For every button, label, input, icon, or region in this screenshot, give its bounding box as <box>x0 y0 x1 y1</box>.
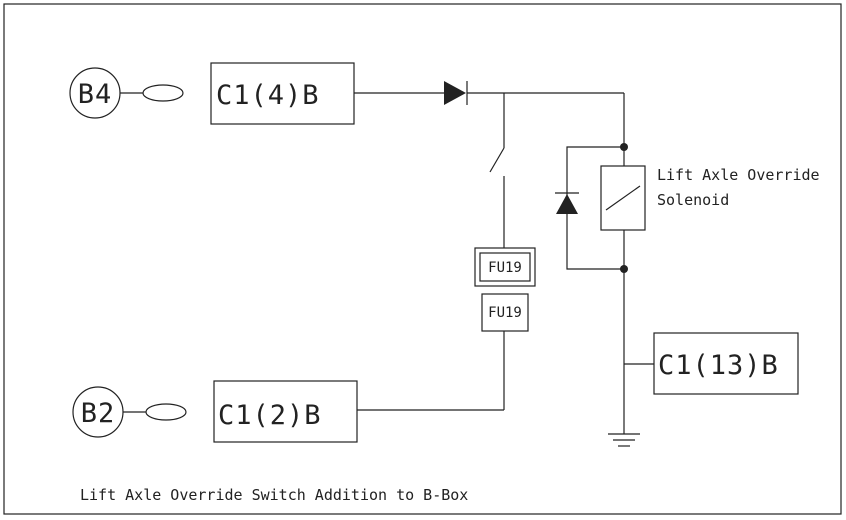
connector-c1-13-b-label: C1(13)B <box>658 350 779 381</box>
pin-b2-terminal <box>145 403 187 421</box>
fuse-fu19-upper: FU19 <box>474 247 536 287</box>
diagram-border <box>3 3 842 515</box>
fuse-fu19-upper-label: FU19 <box>488 260 522 276</box>
pin-b2-label: B2 <box>81 398 116 429</box>
diagram-caption: Lift Axle Override Switch Addition to B-… <box>80 486 468 504</box>
fuse-fu19-lower-label: FU19 <box>488 305 522 321</box>
pin-b4: B4 <box>69 67 184 119</box>
connector-c1-13-b: C1(13)B <box>653 332 799 395</box>
diode-main <box>444 81 468 105</box>
connector-c1-2-b-label: C1(2)B <box>218 400 322 431</box>
override-switch <box>489 93 505 248</box>
pin-b2: B2 <box>72 386 187 438</box>
connector-c1-4-b: C1(4)B <box>210 62 355 125</box>
diode-flyback <box>555 146 624 270</box>
solenoid-coil <box>600 165 646 231</box>
solenoid-label-line1: Lift Axle Override <box>657 166 820 184</box>
fuse-fu19-lower: FU19 <box>481 293 529 332</box>
pin-b4-label: B4 <box>78 79 113 110</box>
connector-c1-2-b: C1(2)B <box>213 380 358 443</box>
pin-b4-terminal <box>142 84 184 102</box>
ground-icon <box>608 433 640 447</box>
solenoid-label-line2: Solenoid <box>657 191 729 209</box>
connector-c1-4-b-label: C1(4)B <box>216 80 320 111</box>
